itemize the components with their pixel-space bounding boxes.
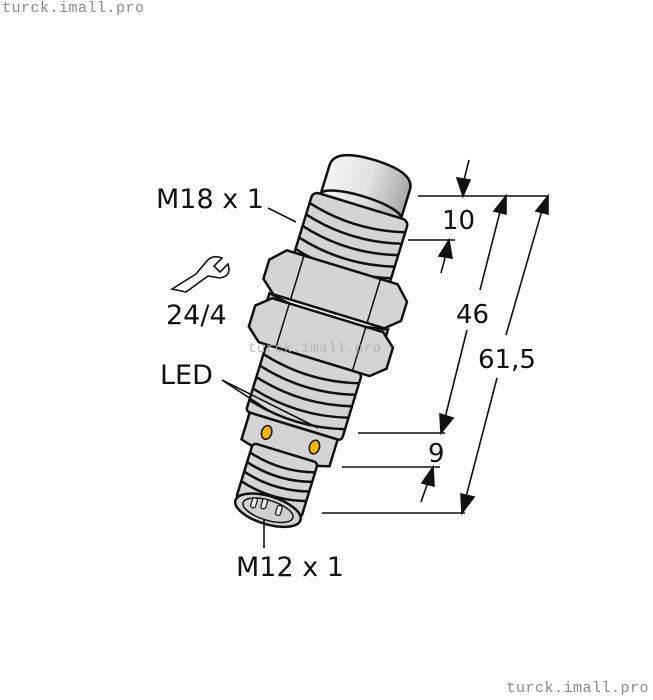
dim-sensing-face: 10 <box>442 206 475 236</box>
thread-label: M18 x 1 <box>156 184 264 215</box>
lower-thread <box>245 344 363 441</box>
dim-body-length: 46 <box>456 300 489 330</box>
connector-label: M12 x 1 <box>236 552 344 583</box>
dim-total-length: 61,5 <box>478 345 536 375</box>
hex-nut-upper <box>262 249 409 330</box>
watermark-bottom-right: turck.imall.pro <box>506 680 649 697</box>
leader-lines <box>169 207 319 548</box>
watermark-center: turck.imall.pro <box>248 341 382 357</box>
dim-connector-length: 9 <box>428 439 445 469</box>
led-label: LED <box>160 360 213 391</box>
wrench-icon <box>169 255 230 293</box>
led-left <box>260 424 273 441</box>
connector-face <box>233 492 302 529</box>
dimension-lines <box>322 159 549 516</box>
watermark-top-left: turck.imall.pro <box>2 0 145 17</box>
sensor-body <box>233 153 412 529</box>
led-right <box>308 439 321 455</box>
wrench-size-label: 24/4 <box>166 300 227 331</box>
hex-nut-lower <box>247 296 395 378</box>
